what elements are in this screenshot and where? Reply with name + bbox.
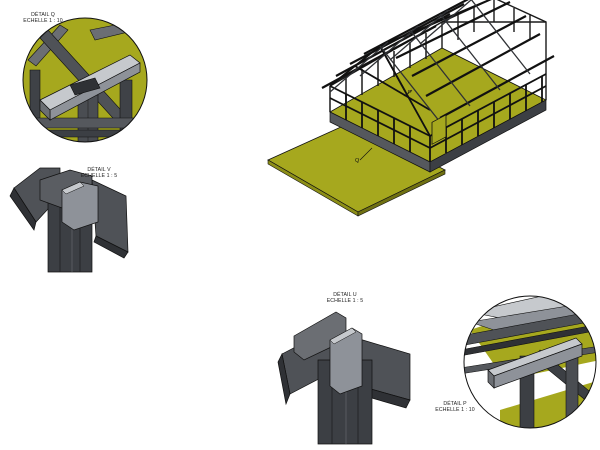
detail-v-label: DÉTAIL V ECHELLE 1 : 5 [74, 167, 124, 179]
callout-q: Q [355, 158, 360, 164]
detail-u-label: DÉTAIL U ECHELLE 1 : 5 [320, 292, 370, 304]
detail-q-title: DÉTAIL Q [31, 12, 55, 18]
detail-q-scale: ECHELLE 1 : 10 [23, 18, 63, 24]
detail-p-title: DÉTAIL P [443, 401, 467, 407]
detail-v-scale: ECHELLE 1 : 5 [80, 173, 118, 179]
detail-u-scale: ECHELLE 1 : 5 [326, 298, 364, 304]
detail-p-label: DÉTAIL P ECHELLE 1 : 10 [430, 401, 480, 413]
detail-v-view [9, 167, 129, 273]
detail-u-title: DÉTAIL U [333, 292, 357, 298]
detail-p-scale: ECHELLE 1 : 10 [435, 407, 475, 413]
detail-v-title: DÉTAIL V [87, 167, 111, 173]
main-isometric-view: Q P [267, 0, 555, 217]
detail-q-view [22, 17, 148, 143]
callout-p: P [408, 90, 412, 96]
detail-u-view [277, 311, 411, 445]
detail-p-view [463, 295, 597, 429]
detail-q-label: DÉTAIL Q ECHELLE 1 : 10 [18, 12, 68, 24]
